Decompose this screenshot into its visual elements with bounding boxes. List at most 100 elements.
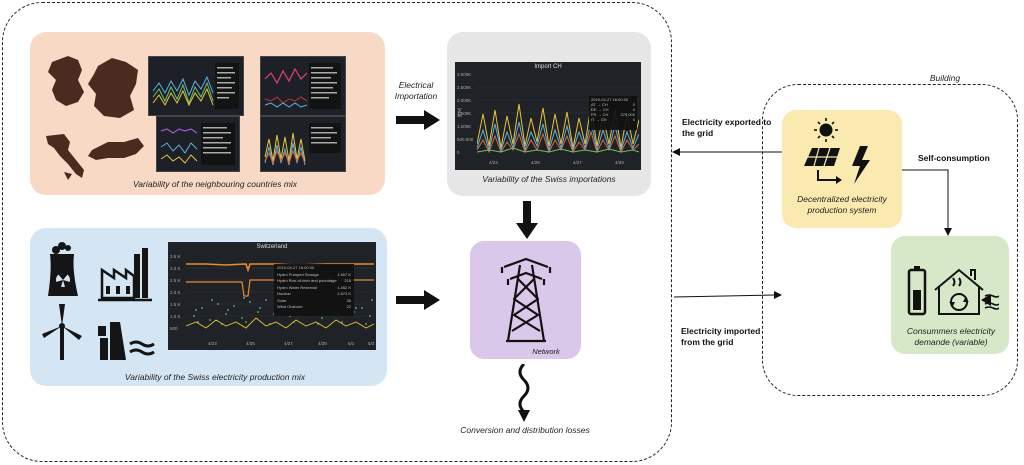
y-tick: 1.000K <box>457 124 472 129</box>
legend-row: Hydro Pumped Storage 1.567 K <box>277 272 351 279</box>
y-tick: 2.500K <box>457 85 472 90</box>
legend-row: FR → CH 379.000 <box>591 112 635 117</box>
legend-row: Nuclear 2.873 K <box>277 291 351 298</box>
neighbour-chart-thumb-4 <box>260 116 346 172</box>
decentralized-caption: Decentralized electricity production sys… <box>797 194 887 215</box>
legend-value: 1.567 K <box>337 271 351 277</box>
legend-value: 215 <box>344 278 351 283</box>
y-tick: 3.0 K <box>170 266 181 271</box>
decentralized-production-box: Decentralized electricity production sys… <box>782 110 902 228</box>
x-tick: 5/1 <box>348 341 355 346</box>
grid-connections <box>672 148 782 299</box>
legend-row: Hydro Water Reservoir 1.452 K <box>277 285 351 292</box>
lightning-icon <box>852 146 870 184</box>
import-chart-title: Import CH <box>534 64 562 70</box>
arrow-to-network <box>396 290 440 310</box>
import-chart-panel: Import CH 3.000K 2.500K 2.000K 1.500K 1.… <box>455 62 641 170</box>
power-plant-icons <box>42 242 155 360</box>
import-tooltip: 2019-04-27 16:00:00 AT → CH 0 DE → CH 0 … <box>589 96 637 130</box>
swiss-chart-panel: Switzerland 3.5 K 3.0 K 2.5 K 2.0 K 1.5 … <box>168 242 376 350</box>
neighbour-chart-thumb-3 <box>156 116 240 172</box>
legend-name: Hydro Pumped Storage <box>277 271 319 277</box>
neighbour-countries-box: Variability of the neighbouring countrie… <box>30 32 385 195</box>
y-tick: 500 <box>170 326 178 331</box>
consumers-box: Consummers electricity demande (variable… <box>891 236 1009 354</box>
factory-icon <box>98 248 152 302</box>
legend-value: 1.452 K <box>337 284 351 290</box>
y-tick: 1.0 K <box>170 314 181 319</box>
germany-map-icon <box>48 56 84 106</box>
self-consumption-arrow <box>902 169 952 236</box>
arrow-down-to-network <box>516 201 538 239</box>
power-pylon-icon <box>500 257 552 343</box>
consumer-demand-icon <box>907 266 999 316</box>
legend-value: 379.000 <box>620 112 635 117</box>
legend-name: Hydro Run-of-river and poundage <box>277 278 337 283</box>
wind-turbine-icon <box>42 304 82 360</box>
swiss-tooltip-time: 2019-04-27 16:00:00 <box>277 265 315 270</box>
self-consumption-label: Self-consumption <box>918 153 990 163</box>
solar-production-icon <box>804 118 870 184</box>
italy-map-icon <box>46 134 84 180</box>
import-y-label: [kW] <box>457 108 462 117</box>
legend-name: DE → CH <box>591 107 609 112</box>
legend-value: 2.873 K <box>337 291 351 296</box>
import-tooltip-time: 2019-04-27 16:00:00 <box>591 97 629 102</box>
legend-name: Nuclear <box>277 291 291 296</box>
legend-name: Wind Onshore <box>277 304 303 309</box>
y-tick: 1.5 K <box>170 302 181 307</box>
y-tick: 500.000 <box>457 137 474 142</box>
x-tick: 4/25 <box>246 341 255 346</box>
main-system-boundary <box>2 2 672 462</box>
neighbour-chart-thumb-1 <box>148 56 244 116</box>
legend-row: AT → CH 0 <box>591 102 635 107</box>
y-tick: 2.000K <box>457 98 472 103</box>
swiss-production-caption: Variability of the Swiss electricity pro… <box>124 372 306 382</box>
legend-row: Solar 36 <box>277 298 351 305</box>
legend-name: IT → CH <box>591 117 607 122</box>
legend-row: DE → CH 0 <box>591 107 635 112</box>
losses-arrow <box>518 364 530 422</box>
battery-icon <box>907 266 927 316</box>
legend-name: AT → CH <box>591 102 608 107</box>
exported-label: Electricity exported to the grid <box>682 117 772 138</box>
network-box: Network <box>470 241 581 359</box>
sun-icon <box>814 118 838 142</box>
x-tick: 4/29 <box>615 160 624 165</box>
legend-value: 0 <box>632 117 635 122</box>
legend-name: Solar <box>277 297 287 303</box>
swiss-y-axis: 3.5 K 3.0 K 2.5 K 2.0 K 1.5 K 1.0 K 500 <box>170 254 186 338</box>
nuclear-plant-icon <box>48 242 78 296</box>
solar-panel-icon <box>804 147 840 167</box>
building-label: Building <box>929 73 961 83</box>
x-tick: 4/29 <box>318 341 327 346</box>
legend-value: 36 <box>346 297 351 303</box>
y-tick: 2.0 K <box>170 290 181 295</box>
legend-row: Wind Onshore 22 <box>277 304 351 311</box>
legend-value: 0 <box>632 107 635 112</box>
y-tick: 1.500K <box>457 111 472 116</box>
y-tick: 3.5 K <box>170 254 181 259</box>
legend-row: IT → CH 0 <box>591 117 635 122</box>
austria-map-icon <box>88 138 144 160</box>
neighbour-chart-thumb-2 <box>260 56 346 116</box>
swiss-chart-title: Switzerland <box>256 244 288 250</box>
legend-value: 0 <box>632 102 635 107</box>
import-y-axis: 3.000K 2.500K 2.000K 1.500K 1.000K 500.0… <box>457 72 477 155</box>
network-caption: Network <box>532 347 560 356</box>
building-boundary <box>762 84 1018 396</box>
x-tick: 4/23 <box>208 341 217 346</box>
x-tick: 4/25 <box>531 160 540 165</box>
x-tick: 4/23 <box>489 160 498 165</box>
legend-name: Hydro Water Reservoir <box>277 284 318 290</box>
swiss-import-caption: Variability of the Swiss importations <box>482 174 616 184</box>
arrow-to-importations <box>396 110 440 130</box>
country-map-icons <box>46 56 144 180</box>
house-icon <box>934 268 984 315</box>
legend-value: 22 <box>346 304 351 309</box>
y-tick: 2.5 K <box>170 278 181 283</box>
consumers-caption: Consummers electricity demande (variable… <box>906 326 996 347</box>
x-tick: 4/27 <box>573 160 582 165</box>
legend-name: FR → CH <box>591 112 609 117</box>
hydro-dam-icon <box>98 322 155 360</box>
